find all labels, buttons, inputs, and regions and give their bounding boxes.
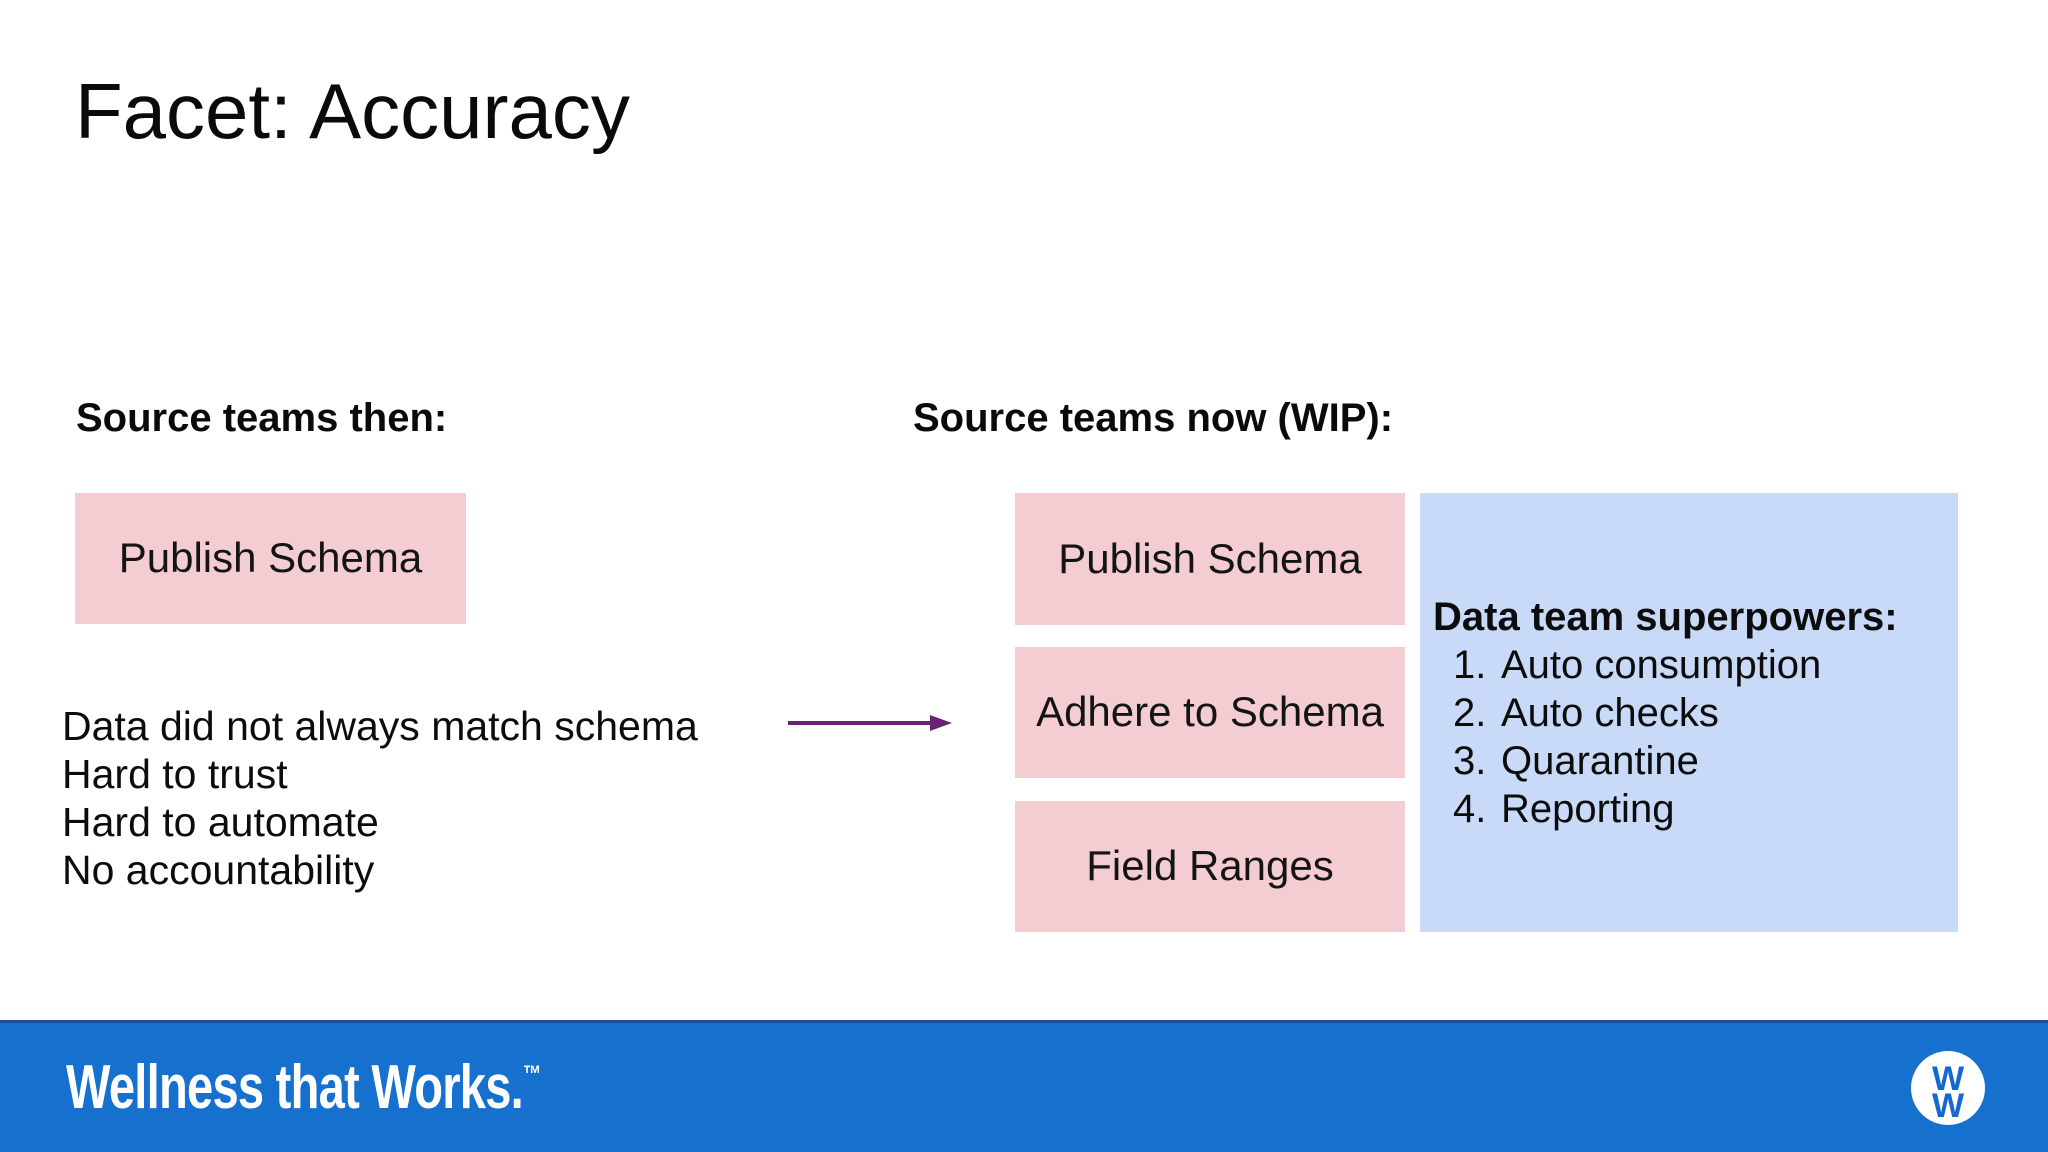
item-label: Auto checks [1501,691,1719,735]
issue-line: No accountability [62,847,375,893]
trademark-symbol: ™ [523,1061,542,1088]
then-publish-schema-label: Publish Schema [118,534,423,582]
now-publish-schema-label: Publish Schema [1058,534,1362,582]
now-publish-schema-box: Publish Schema [1015,493,1405,625]
data-team-superpowers-panel: Data team superpowers: 1. Auto consumpti… [1420,493,1958,932]
now-adhere-to-schema-label: Adhere to Schema [1036,688,1384,736]
item-label: Quarantine [1501,739,1699,783]
wordmark-text: Wellness that Works. [66,1053,524,1122]
item-number: 2. [1453,691,1487,735]
wellness-that-works-wordmark: Wellness that Works.™ [66,1052,541,1123]
issue-line: Data did not always match schema [62,703,698,749]
item-number: 3. [1453,739,1487,783]
right-column-heading: Source teams now (WIP): [913,396,1394,440]
superpowers-item: 2. Auto checks [1433,689,1948,737]
ww-logo-icon: W W [1911,1050,1985,1125]
then-to-now-arrow-icon [788,715,952,731]
item-number: 1. [1453,643,1487,687]
logo-letter-bottom: W [1932,1087,1965,1125]
brand-footer-bar: Wellness that Works.™ W W [0,1020,2048,1152]
item-number: 4. [1453,787,1487,831]
superpowers-item: 1. Auto consumption [1433,641,1948,689]
issue-line: Hard to trust [62,751,288,797]
superpowers-item: 4. Reporting [1433,785,1948,833]
slide-title: Facet: Accuracy [75,67,630,155]
now-field-ranges-box: Field Ranges [1015,801,1405,932]
logo-letter-top: W [1932,1060,1965,1098]
now-adhere-to-schema-box: Adhere to Schema [1015,647,1405,778]
left-column-heading: Source teams then: [76,396,448,440]
item-label: Reporting [1501,787,1675,831]
now-field-ranges-label: Field Ranges [1086,842,1334,890]
then-publish-schema-box: Publish Schema [75,493,466,624]
superpowers-list: 1. Auto consumption 2. Auto checks 3. Qu… [1433,641,1948,833]
superpowers-heading: Data team superpowers: [1433,595,1898,639]
item-label: Auto consumption [1501,643,1822,687]
superpowers-item: 3. Quarantine [1433,737,1948,785]
issues-list: Data did not always match schema Hard to… [62,702,698,894]
issue-line: Hard to automate [62,799,379,845]
